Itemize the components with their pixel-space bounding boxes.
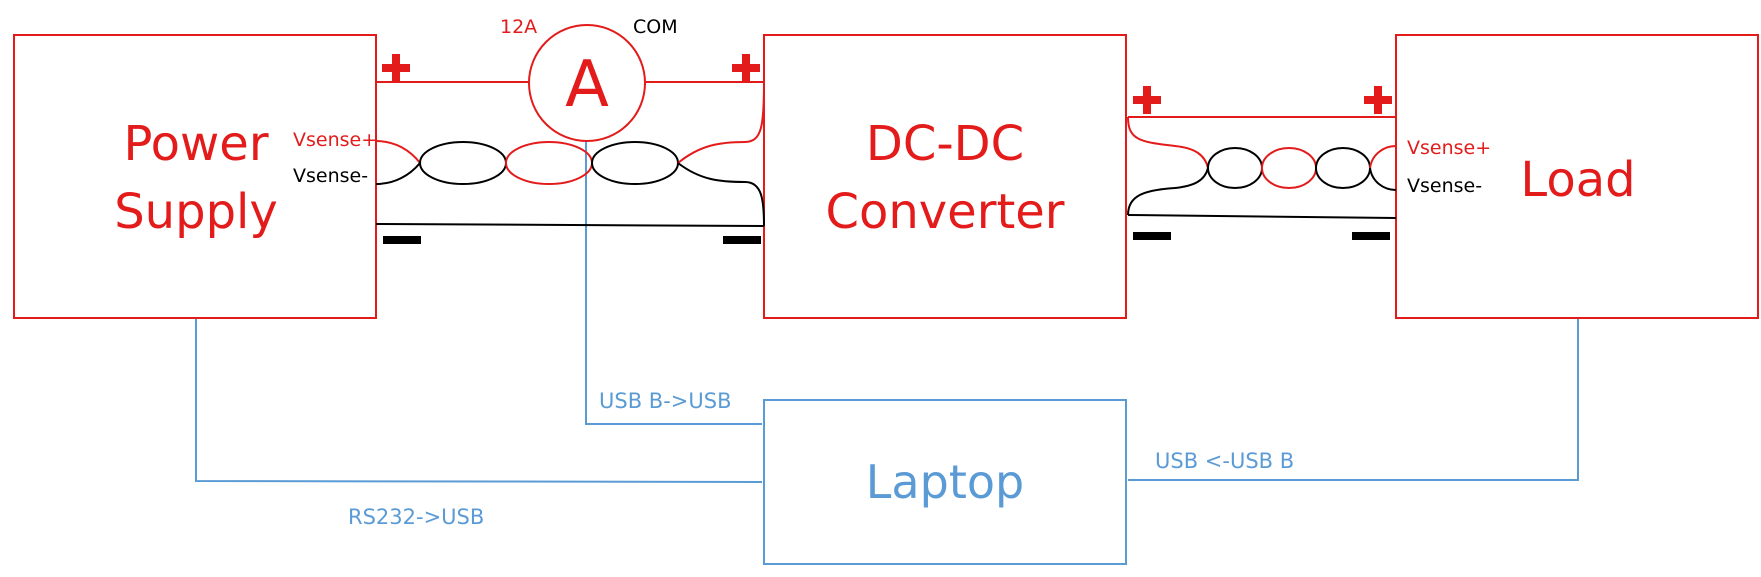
load-box bbox=[1395, 34, 1759, 319]
twisted-sense-pair-right bbox=[1127, 116, 1397, 216]
load-link-label: USB <-USB B bbox=[1155, 449, 1294, 473]
rs232-cable bbox=[195, 318, 763, 483]
ammeter-usb-cable bbox=[585, 132, 762, 425]
ammeter-com-terminal: COM bbox=[633, 16, 678, 38]
negative-wire-ps bbox=[375, 223, 765, 227]
ps-vsense-plus-label: Vsense+ bbox=[293, 129, 377, 151]
load-vsense-plus-label: Vsense+ bbox=[1407, 137, 1491, 159]
plus-icon bbox=[1133, 86, 1161, 114]
ps-link-label: RS232->USB bbox=[348, 505, 484, 529]
plus-icon bbox=[732, 54, 760, 82]
ammeter-link-label: USB B->USB bbox=[599, 389, 731, 413]
power-supply-title-line1: Power bbox=[123, 116, 268, 172]
load-vsense-minus-label: Vsense- bbox=[1407, 175, 1482, 197]
dcdc-converter-box bbox=[763, 34, 1127, 319]
minus-icon bbox=[723, 236, 761, 244]
ammeter-label: A bbox=[565, 48, 609, 122]
minus-icon bbox=[383, 236, 421, 244]
plus-icon bbox=[382, 54, 410, 82]
ammeter-12a-terminal: 12A bbox=[500, 16, 537, 38]
power-supply-box bbox=[13, 34, 377, 319]
load-usb-cable bbox=[1128, 318, 1579, 481]
laptop-title: Laptop bbox=[866, 455, 1024, 509]
power-supply-title-line2: Supply bbox=[114, 184, 278, 240]
ammeter-symbol bbox=[528, 24, 646, 142]
minus-icon bbox=[1352, 232, 1390, 240]
laptop-box bbox=[763, 399, 1127, 565]
plus-icon bbox=[1364, 86, 1392, 114]
dcdc-title-line1: DC-DC bbox=[866, 116, 1024, 172]
minus-icon bbox=[1133, 232, 1171, 240]
dcdc-title-line2: Converter bbox=[825, 184, 1064, 240]
negative-wire-load bbox=[1127, 214, 1397, 219]
ps-vsense-minus-label: Vsense- bbox=[293, 165, 368, 187]
twisted-sense-pair-left bbox=[375, 81, 765, 227]
load-title: Load bbox=[1520, 152, 1635, 208]
